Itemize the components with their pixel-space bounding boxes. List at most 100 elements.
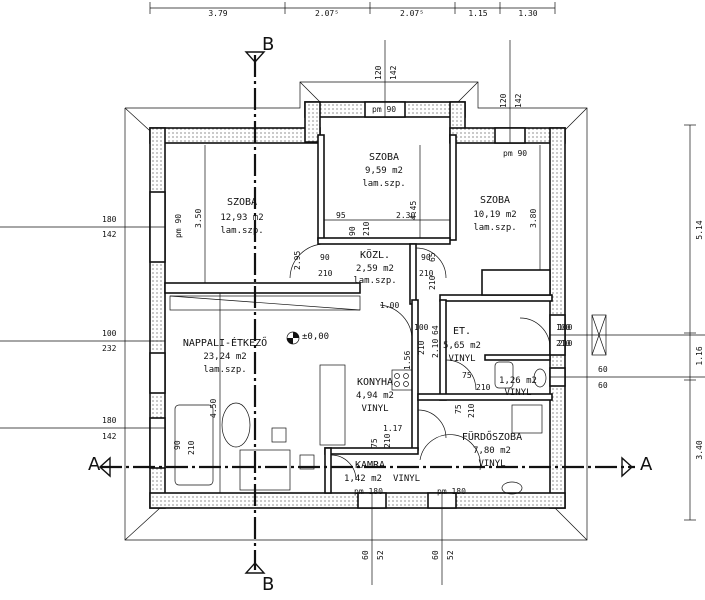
top-dim-1: 3.79 bbox=[208, 9, 227, 18]
door-mark-75c: 75 bbox=[370, 438, 379, 448]
left-opening-1-width: 180 bbox=[102, 215, 117, 224]
door-mark-210d: 210 bbox=[476, 383, 491, 392]
room-floor: lam.szp. bbox=[220, 226, 263, 236]
door-mark-90c: 90 bbox=[421, 253, 431, 262]
dim-2-95: 2.95 bbox=[293, 251, 302, 270]
dim-szoba1-depth: 3.50 bbox=[194, 209, 203, 228]
door-mark-210e: 210 bbox=[467, 403, 476, 418]
door-mark-75a: 75 bbox=[462, 371, 472, 380]
top-dim-4: 1.15 bbox=[468, 9, 487, 18]
section-lines: A A B B bbox=[88, 34, 653, 595]
left-opening-3-width: 180 bbox=[102, 416, 117, 425]
section-arrow-b-top bbox=[244, 51, 266, 64]
section-label-a-left: A bbox=[88, 454, 101, 475]
room-name: FÜRDŐSZOBA bbox=[462, 429, 522, 443]
bottom-opening-1-width: 60 bbox=[361, 550, 370, 560]
door-mark-90d: 90 bbox=[173, 440, 182, 450]
room-name: KONYHA bbox=[357, 377, 393, 388]
door-mark-100: 100 bbox=[556, 323, 571, 332]
room-kamra: KAMRA 1,42 m2 VINYL bbox=[344, 460, 420, 484]
top-dim-2: 2.07⁵ bbox=[315, 9, 339, 18]
dim-1-17: 1.17 bbox=[383, 424, 402, 433]
door-mark-210h: 210 bbox=[383, 433, 392, 448]
door-mark-90b: 90 bbox=[320, 253, 330, 262]
left-opening-1-height: 142 bbox=[102, 230, 117, 239]
right-dimension-chain: 5.14 1.16 3.40 bbox=[684, 124, 704, 521]
bottom-opening-2-width: 60 bbox=[431, 550, 440, 560]
room-name: SZOBA bbox=[227, 197, 257, 208]
room-area: 1,42 m2 bbox=[344, 474, 382, 484]
right-opening-1-width: 100 bbox=[558, 323, 573, 332]
room-area: 2,59 m2 bbox=[356, 264, 394, 274]
dim-szoba3-depth: 3.80 bbox=[529, 209, 538, 228]
top-dimension-chain: 3.79 2.07⁵ 2.07⁵ 1.15 1.30 bbox=[149, 2, 556, 18]
room-nappali-etkezo: NAPPALI-ÉTKEZŐ 23,24 m2 lam.szp. bbox=[183, 335, 267, 375]
dim-1-00: 1.00 bbox=[380, 301, 399, 310]
door-mark-pm-bottom-2: pm 180 bbox=[437, 487, 466, 496]
right-opening-2-height: 60 bbox=[598, 381, 608, 390]
dim-1-56: 1.56 bbox=[403, 351, 412, 370]
top-opening-1-height: 142 bbox=[389, 65, 398, 80]
dim-64: 64 bbox=[431, 325, 440, 335]
door-mark-75b: 75 bbox=[454, 404, 463, 414]
dim-100: 100 bbox=[414, 323, 429, 332]
door-mark-210i: 210 bbox=[428, 275, 437, 290]
section-label-b-bottom: B bbox=[262, 574, 274, 595]
right-opening-1-height: 210 bbox=[558, 339, 573, 348]
level-value: ±0,00 bbox=[302, 332, 329, 342]
room-area: 23,24 m2 bbox=[203, 352, 246, 362]
room-area: 12,93 m2 bbox=[220, 213, 263, 223]
left-opening-annotations: 180 142 100 232 180 142 bbox=[0, 215, 165, 441]
room-area: 1,26 m2 bbox=[499, 376, 537, 386]
right-dim-2: 1.16 bbox=[695, 346, 704, 365]
room-furdoszoba: FÜRDŐSZOBA 7,80 m2 VINYL bbox=[462, 429, 522, 469]
room-area: 10,19 m2 bbox=[473, 210, 516, 220]
room-area: 4,94 m2 bbox=[356, 391, 394, 401]
dim-2-10: 2.10 bbox=[431, 339, 440, 358]
left-opening-3-height: 142 bbox=[102, 432, 117, 441]
room-floor: lam.szp. bbox=[473, 223, 516, 233]
room-floor: lam.szp. bbox=[353, 276, 396, 286]
room-floor: VINYL bbox=[478, 459, 505, 469]
level-marker: ±0,00 bbox=[286, 331, 329, 345]
door-mark-210a: 210 bbox=[362, 221, 371, 236]
door-mark-210g: 210 bbox=[556, 339, 571, 348]
section-label-b-top: B bbox=[262, 34, 274, 55]
room-floor: lam.szp. bbox=[362, 179, 405, 189]
room-szoba-2: SZOBA 9,59 m2 lam.szp. bbox=[362, 152, 405, 189]
bottom-opening-annotations: 60 52 60 52 bbox=[361, 493, 455, 585]
room-name: NAPPALI-ÉTKEZŐ bbox=[183, 335, 267, 349]
door-mark-pm-top-right: pm 90 bbox=[503, 149, 527, 158]
dim-95: 95 bbox=[336, 211, 346, 220]
section-arrow-a-left bbox=[98, 456, 111, 478]
door-swings bbox=[289, 243, 551, 481]
room-floor: VINYL bbox=[448, 354, 475, 364]
right-dim-3: 3.40 bbox=[695, 440, 704, 459]
interior-walls bbox=[164, 134, 553, 494]
exterior-walls bbox=[149, 101, 566, 509]
top-dim-5: 1.30 bbox=[518, 9, 537, 18]
top-opening-annotations: 120 142 120 142 bbox=[374, 40, 523, 143]
top-opening-1-width: 120 bbox=[374, 65, 383, 80]
room-name: KÖZL. bbox=[360, 248, 390, 261]
door-mark-90a: 90 bbox=[348, 226, 357, 236]
door-mark-pm-top: pm 90 bbox=[372, 105, 396, 114]
dim-210: 210 bbox=[417, 340, 426, 355]
room-name: ET. bbox=[453, 326, 471, 337]
room-etkezo: ET. 5,65 m2 VINYL bbox=[443, 326, 481, 364]
section-label-a-right: A bbox=[640, 454, 653, 475]
door-mark-pm-bottom-1: pm 180 bbox=[354, 487, 383, 496]
right-opening-annotations: 100 210 60 60 bbox=[550, 314, 705, 390]
left-opening-2-height: 232 bbox=[102, 344, 117, 353]
dim-szoba2-width: 2.30 bbox=[396, 211, 415, 220]
door-mark-210b: 210 bbox=[318, 269, 333, 278]
room-konyha: KONYHA 4,94 m2 VINYL bbox=[356, 377, 394, 414]
top-dim-3: 2.07⁵ bbox=[400, 9, 424, 18]
room-area: 5,65 m2 bbox=[443, 341, 481, 351]
room-floor: VINYL bbox=[393, 474, 420, 484]
door-marks: pm 90 pm 90 pm 90 pm 180 pm 180 90 210 9… bbox=[173, 105, 571, 496]
left-opening-2-width: 100 bbox=[102, 329, 117, 338]
room-floor: VINYL bbox=[361, 404, 388, 414]
section-arrow-a-right bbox=[621, 456, 634, 478]
